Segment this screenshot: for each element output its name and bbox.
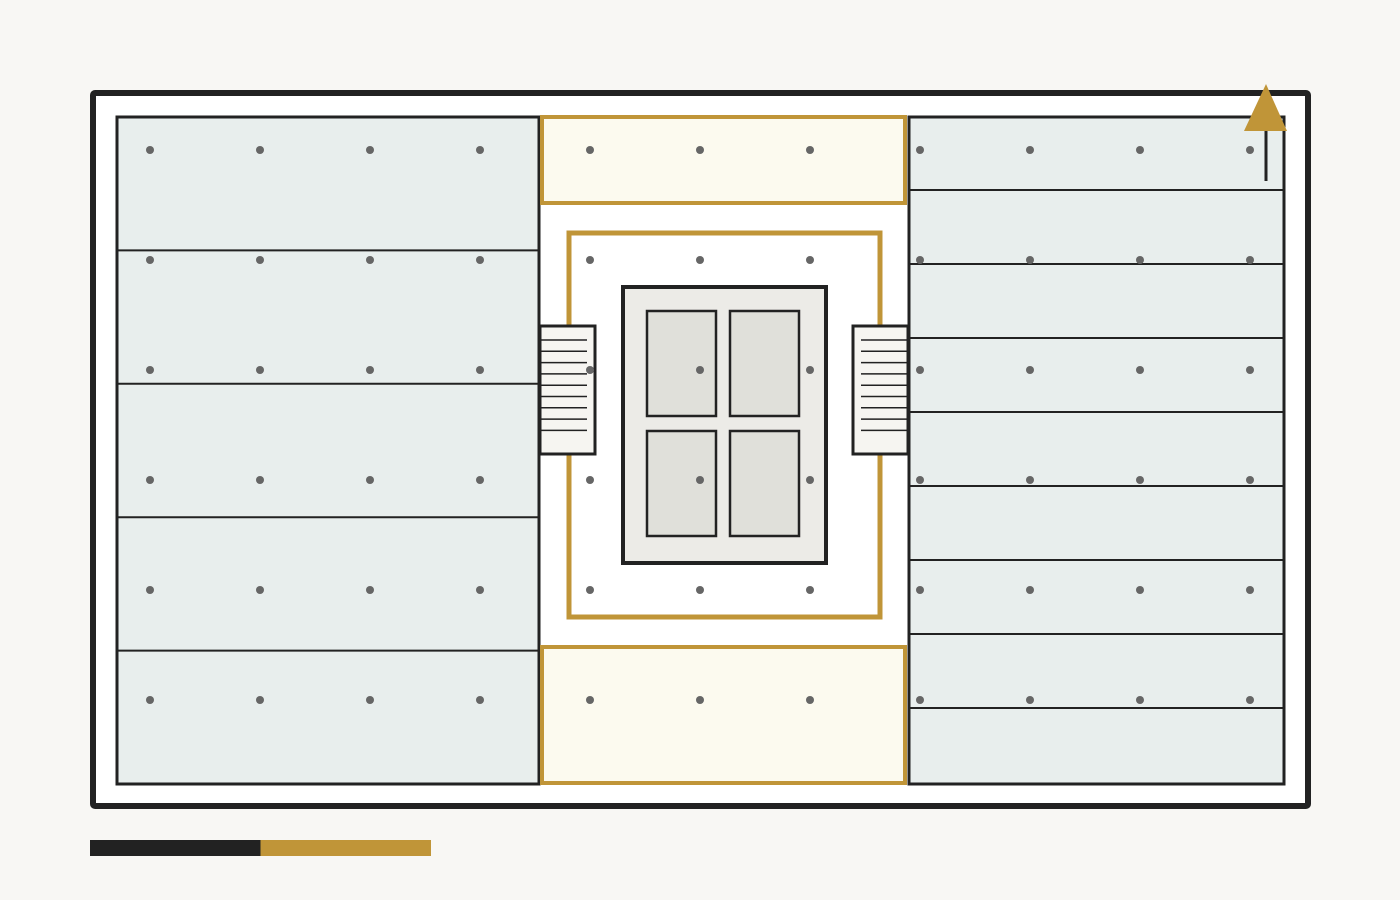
column-dot <box>1136 696 1144 704</box>
column-dot <box>1246 146 1254 154</box>
column-dot <box>366 256 374 264</box>
column-dot <box>256 256 264 264</box>
column-dot <box>256 476 264 484</box>
column-dot <box>806 586 814 594</box>
column-dot <box>696 256 704 264</box>
column-dot <box>1026 476 1034 484</box>
column-dot <box>256 146 264 154</box>
column-dot <box>366 366 374 374</box>
column-dot <box>1026 366 1034 374</box>
column-dot <box>146 366 154 374</box>
column-dot <box>256 586 264 594</box>
column-dot <box>806 696 814 704</box>
column-dot <box>1246 586 1254 594</box>
stair-east <box>851 324 910 456</box>
column-dot <box>256 366 264 374</box>
column-dot <box>1026 696 1034 704</box>
column-dot <box>1136 586 1144 594</box>
column-dot <box>476 256 484 264</box>
column-dot <box>146 146 154 154</box>
column-dot <box>366 476 374 484</box>
column-dot <box>696 366 704 374</box>
east-wing-floor <box>907 115 1286 786</box>
west-wing-floor <box>115 115 541 786</box>
column-dot <box>586 256 594 264</box>
column-grid <box>146 146 1254 704</box>
column-dot <box>916 256 924 264</box>
column-dot <box>256 696 264 704</box>
column-dot <box>916 146 924 154</box>
core <box>621 285 828 565</box>
west-wing <box>115 115 541 786</box>
column-dot <box>146 256 154 264</box>
column-dot <box>146 696 154 704</box>
column-dot <box>1136 476 1144 484</box>
scale-bar-segment <box>90 840 261 856</box>
column-dot <box>916 586 924 594</box>
column-dot <box>1246 366 1254 374</box>
column-dot <box>586 146 594 154</box>
column-dot <box>586 696 594 704</box>
column-dot <box>476 476 484 484</box>
column-dot <box>366 696 374 704</box>
column-dot <box>916 366 924 374</box>
column-dot <box>1246 476 1254 484</box>
core-room <box>645 309 718 418</box>
column-dot <box>476 146 484 154</box>
central-zone <box>540 115 907 785</box>
column-dot <box>1026 586 1034 594</box>
column-dot <box>696 586 704 594</box>
core-room <box>728 429 801 538</box>
column-dot <box>1026 146 1034 154</box>
scale-bar-segment <box>260 840 431 856</box>
column-dot <box>476 366 484 374</box>
top-highlight-zone <box>540 115 907 205</box>
column-dot <box>806 366 814 374</box>
column-dot <box>1136 366 1144 374</box>
stairs <box>538 324 910 456</box>
north-arrow-icon <box>1244 84 1287 181</box>
column-dot <box>476 696 484 704</box>
column-dot <box>366 586 374 594</box>
column-dot <box>1026 256 1034 264</box>
column-dot <box>1246 256 1254 264</box>
column-dot <box>696 696 704 704</box>
core-room <box>645 429 718 538</box>
bottom-highlight-zone <box>540 645 907 785</box>
column-dot <box>696 476 704 484</box>
column-dot <box>586 366 594 374</box>
column-dot <box>916 476 924 484</box>
column-dot <box>146 586 154 594</box>
core-room <box>728 309 801 418</box>
north-arrow-head <box>1244 84 1287 131</box>
column-dot <box>476 586 484 594</box>
stair-west <box>538 324 597 456</box>
scale-bar <box>90 840 431 856</box>
column-dot <box>1246 696 1254 704</box>
column-dot <box>146 476 154 484</box>
column-dot <box>1136 146 1144 154</box>
column-dot <box>806 146 814 154</box>
column-dot <box>696 146 704 154</box>
column-dot <box>916 696 924 704</box>
column-dot <box>586 586 594 594</box>
column-dot <box>806 476 814 484</box>
column-dot <box>586 476 594 484</box>
column-dot <box>806 256 814 264</box>
column-dot <box>1136 256 1144 264</box>
column-dot <box>366 146 374 154</box>
east-wing <box>907 115 1286 786</box>
